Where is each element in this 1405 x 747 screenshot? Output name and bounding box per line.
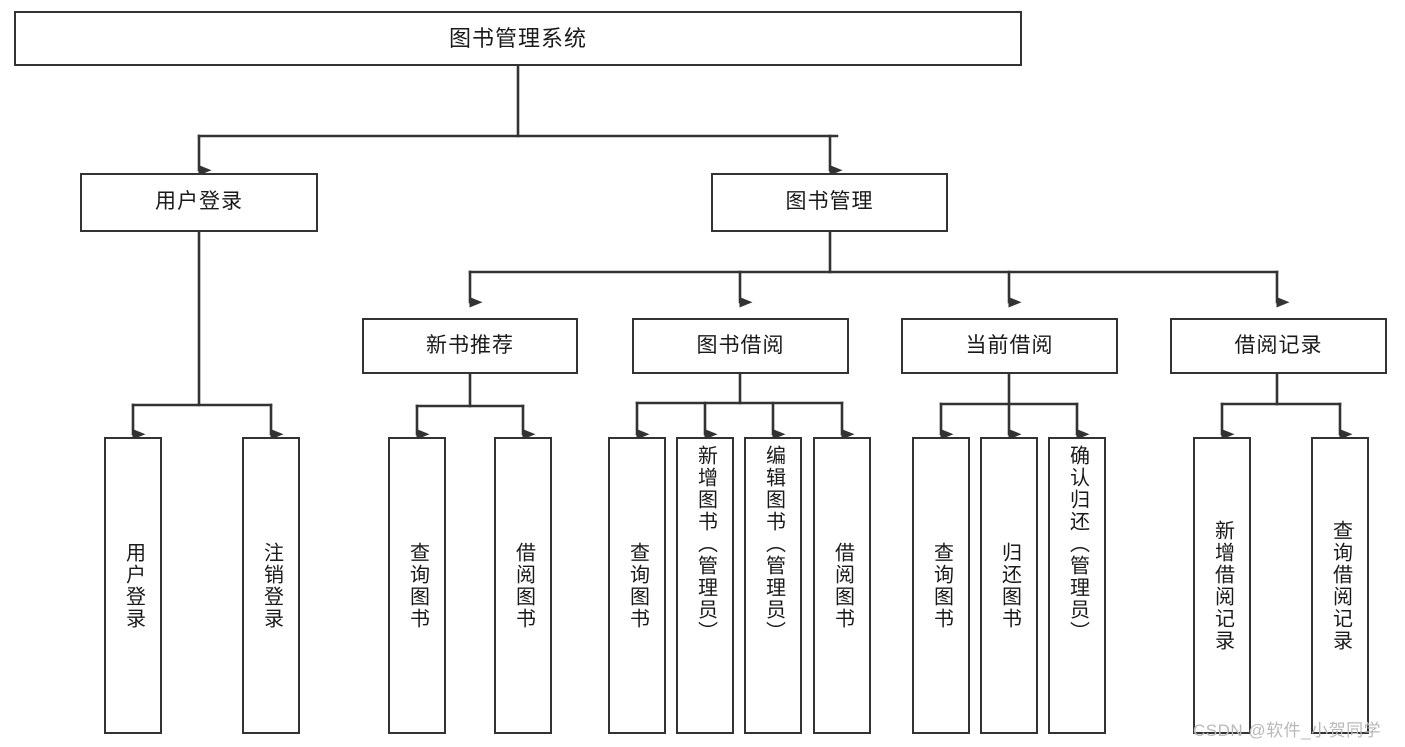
node-current-borrow[interactable]: 当前借阅 [901, 318, 1118, 374]
node-leaf-return-book[interactable]: 归还图书 [980, 437, 1038, 734]
node-leaf-query-book-1[interactable]: 查询图书 [388, 437, 446, 734]
node-leaf-return-book-label: 归还图书 [998, 541, 1021, 630]
node-book-manage-label: 图书管理 [785, 190, 874, 214]
node-leaf-add-borrow-record-label: 新增借阅记录 [1211, 519, 1234, 652]
node-leaf-logout-login-label: 注销登录 [260, 541, 283, 630]
node-leaf-query-borrow-record[interactable]: 查询借阅记录 [1311, 437, 1369, 734]
node-book-manage[interactable]: 图书管理 [711, 173, 948, 232]
node-leaf-query-book-1-label: 查询图书 [406, 541, 429, 630]
node-leaf-query-book-2[interactable]: 查询图书 [608, 437, 666, 734]
node-user-login-label: 用户登录 [155, 190, 243, 214]
node-root[interactable]: 图书管理系统 [14, 11, 1022, 66]
node-new-book-recommend-label: 新书推荐 [426, 333, 514, 357]
node-leaf-user-login[interactable]: 用户登录 [104, 437, 162, 734]
node-book-borrow[interactable]: 图书借阅 [632, 318, 849, 374]
node-borrow-record-label: 借阅记录 [1234, 333, 1323, 357]
node-borrow-record[interactable]: 借阅记录 [1170, 318, 1387, 374]
node-leaf-query-book-3-label: 查询图书 [930, 541, 953, 630]
node-leaf-borrow-book-1-label: 借阅图书 [512, 541, 535, 630]
node-new-book-recommend[interactable]: 新书推荐 [362, 318, 578, 374]
node-leaf-edit-book-admin-label: 编辑图书（管理员） [762, 445, 785, 643]
node-leaf-borrow-book-2[interactable]: 借阅图书 [813, 437, 871, 734]
node-leaf-logout-login[interactable]: 注销登录 [242, 437, 300, 734]
node-leaf-confirm-return-admin-label: 确认归还（管理员） [1066, 445, 1089, 643]
node-root-label: 图书管理系统 [448, 25, 587, 51]
node-leaf-query-book-2-label: 查询图书 [626, 541, 649, 630]
csdn-watermark: CSDN @软件_小贺同学 [1193, 721, 1382, 740]
node-leaf-borrow-book-1[interactable]: 借阅图书 [494, 437, 552, 734]
node-leaf-edit-book-admin[interactable]: 编辑图书（管理员） [744, 437, 802, 734]
node-user-login[interactable]: 用户登录 [80, 173, 318, 232]
node-leaf-confirm-return-admin[interactable]: 确认归还（管理员） [1048, 437, 1106, 734]
node-book-borrow-label: 图书借阅 [696, 333, 785, 357]
node-leaf-add-book-admin-label: 新增图书（管理员） [694, 445, 717, 643]
node-current-borrow-label: 当前借阅 [965, 333, 1054, 357]
node-leaf-add-book-admin[interactable]: 新增图书（管理员） [676, 437, 734, 734]
node-leaf-user-login-label: 用户登录 [122, 541, 145, 630]
node-leaf-borrow-book-2-label: 借阅图书 [831, 541, 854, 630]
node-leaf-query-borrow-record-label: 查询借阅记录 [1329, 519, 1352, 652]
node-leaf-add-borrow-record[interactable]: 新增借阅记录 [1193, 437, 1251, 734]
node-leaf-query-book-3[interactable]: 查询图书 [912, 437, 970, 734]
